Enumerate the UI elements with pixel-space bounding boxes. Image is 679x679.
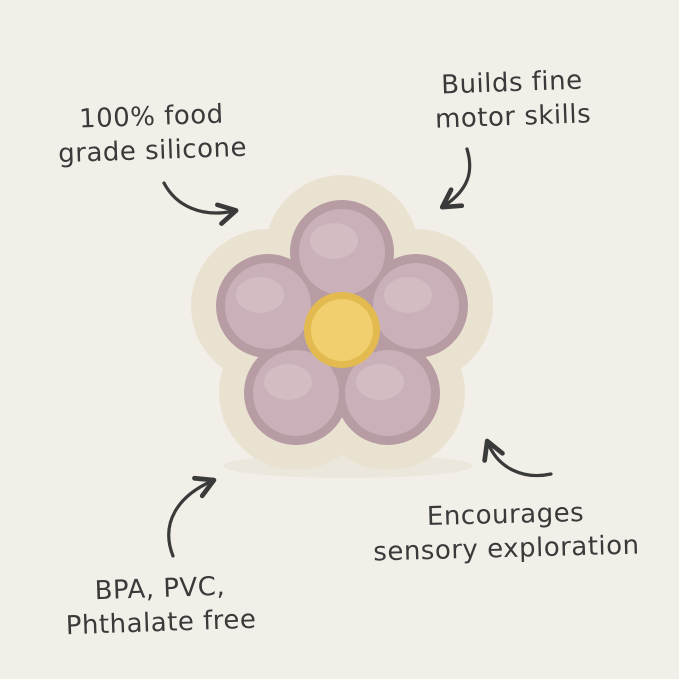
annotation-sensory-exploration: Encourages sensory exploration bbox=[355, 494, 657, 570]
center-button bbox=[311, 299, 373, 361]
arrow-top-left bbox=[162, 181, 239, 226]
annotation-fine-motor-skills: Builds fine motor skills bbox=[404, 62, 621, 137]
pop-button-highlights bbox=[236, 223, 432, 400]
annotation-bpa-pvc-free: BPA, PVC, Phthalate free bbox=[37, 568, 284, 645]
arrow-bottom-left bbox=[167, 475, 217, 558]
arrow-top-right bbox=[439, 147, 472, 210]
annotation-arrows bbox=[162, 147, 553, 558]
arrow-bottom-right bbox=[482, 438, 553, 478]
annotation-food-grade-silicone: 100% food grade silicone bbox=[31, 96, 273, 172]
